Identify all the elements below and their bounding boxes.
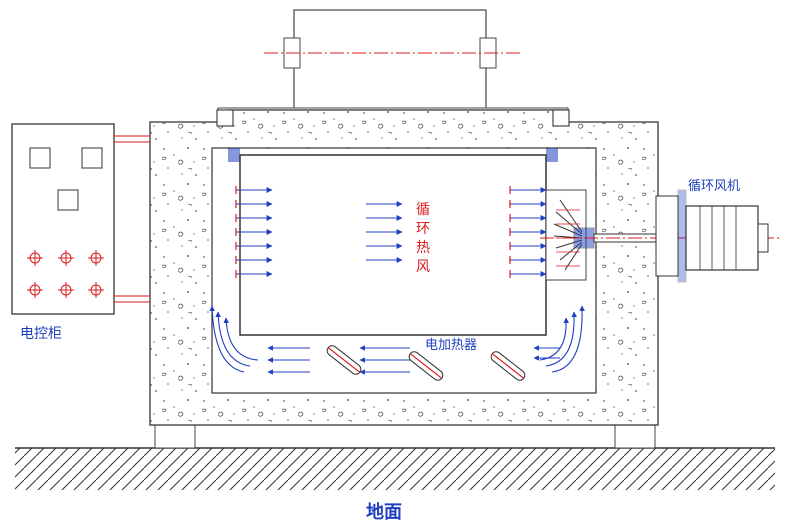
hot-air-arrows [235,186,580,278]
drying-chamber [239,154,547,336]
motor-icon [685,205,769,271]
cabinet-cables [114,135,150,303]
heater-rod-icon [326,345,526,381]
ground-label: 地面 [366,501,402,523]
hot-air-char: 热 [416,240,430,256]
hot-air-char: 风 [416,259,430,275]
oven-feet [154,424,656,449]
control-cabinet [11,123,115,315]
hot-air-char: 循 [416,202,430,218]
top-drive-housing [217,9,569,121]
circulating-hot-air-label: 循 环 热 风 [416,202,430,275]
return-airflow [209,305,585,375]
control-cabinet-label: 电控柜 [20,326,62,342]
cabinet-window [29,147,51,169]
cabinet-window [57,189,79,211]
hot-air-char: 环 [416,221,430,237]
indicator-light-icon [27,250,104,298]
fan-mount-flange [655,189,687,283]
circulation-fan-label: 循环风机 [688,179,740,194]
ground [15,447,775,490]
electric-heater-label: 电加热器 [425,338,477,353]
cabinet-window [81,147,103,169]
